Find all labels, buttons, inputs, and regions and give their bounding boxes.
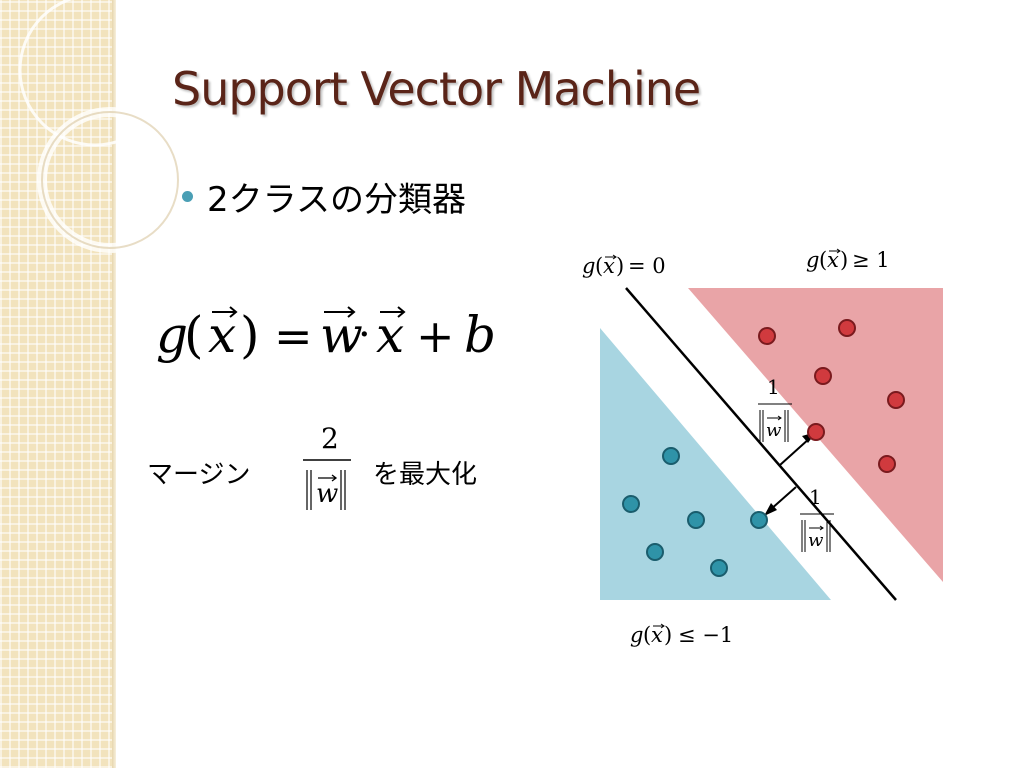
formula-bias: b	[464, 306, 496, 364]
label-rel: ≥ 1	[852, 248, 890, 272]
vector-arrow-icon	[809, 525, 824, 531]
vector-arrow-icon	[318, 474, 338, 482]
vector-arrow-icon	[380, 306, 406, 318]
distance-label-positive: 1 w	[758, 375, 792, 442]
label-open-paren: (	[643, 623, 651, 647]
label-fn: g	[630, 623, 643, 647]
side-band-edge	[112, 0, 116, 768]
negative-data-point	[646, 543, 664, 561]
margin-prefix: マージン	[147, 460, 251, 490]
formula-equals: =	[274, 309, 313, 363]
margin-denominator: w	[316, 479, 338, 509]
label-arg: x	[603, 254, 615, 278]
slide-title: Support Vector Machine	[172, 62, 701, 116]
label-arg: x	[827, 248, 839, 272]
label-negative-region: g ( x ) ≤ −1	[630, 623, 733, 647]
negative-class-region	[600, 328, 831, 600]
margin-fraction: 2 w	[303, 422, 351, 510]
bullet-item: 2クラスの分類器	[182, 172, 466, 221]
distance-numerator: 1	[767, 375, 780, 399]
formula-weight: w	[320, 306, 363, 364]
positive-data-point	[814, 367, 832, 385]
label-close-paren: )	[616, 254, 624, 278]
vector-arrow-icon	[767, 415, 782, 421]
margin-arrow-negative	[769, 486, 797, 511]
negative-support-vector	[750, 511, 768, 529]
deco-ring-outer	[18, 0, 172, 147]
bullet-marker-icon	[182, 191, 193, 202]
positive-data-point	[758, 327, 776, 345]
negative-data-point	[662, 447, 680, 465]
decision-boundary	[625, 287, 897, 601]
decorative-side-band	[0, 0, 112, 768]
vector-arrow-icon	[829, 248, 841, 254]
vector-arrow-icon	[324, 306, 356, 318]
negative-data-point	[710, 559, 728, 577]
label-arg: x	[651, 623, 663, 647]
label-decision-boundary: g ( x ) = 0	[582, 254, 666, 278]
positive-data-point	[887, 391, 905, 409]
vector-arrow-icon	[605, 254, 617, 260]
vector-arrow-icon	[212, 306, 238, 318]
label-fn: g	[582, 254, 595, 278]
negative-data-point	[622, 495, 640, 513]
distance-numerator: 1	[809, 485, 822, 509]
label-fn: g	[806, 248, 819, 272]
negative-data-point	[687, 511, 705, 529]
label-close-paren: )	[664, 623, 672, 647]
decorative-rings	[18, 0, 183, 253]
decision-function-formula: g ( x ) = w · x + b	[156, 306, 496, 364]
label-positive-region: g ( x ) ≥ 1	[806, 248, 890, 272]
label-close-paren: )	[840, 248, 848, 272]
distance-label-negative: 1 w	[800, 485, 834, 552]
bullet-text: 2クラスの分類器	[207, 180, 466, 220]
vector-arrow-icon	[653, 623, 665, 629]
formula-dot: ·	[358, 312, 371, 358]
formula-close-paren: )	[240, 306, 260, 364]
formula-plus: +	[416, 309, 455, 363]
distance-denominator: w	[808, 530, 824, 551]
arrowhead-icon	[764, 503, 777, 516]
formula-fn: g	[156, 306, 188, 364]
label-rel: = 0	[628, 254, 666, 278]
positive-data-point	[878, 455, 896, 473]
positive-points	[758, 319, 905, 473]
label-rel: ≤ −1	[678, 623, 733, 647]
distance-denominator: w	[766, 420, 782, 441]
svm-diagram: 1 w 1 w	[582, 248, 943, 647]
label-open-paren: (	[819, 248, 827, 272]
margin-arrow-positive	[779, 437, 811, 466]
positive-data-point	[838, 319, 856, 337]
margin-suffix: を最大化	[373, 460, 478, 490]
negative-points	[622, 447, 768, 577]
margin-numerator: 2	[321, 422, 339, 455]
positive-support-vector	[807, 423, 825, 441]
deco-ring-inner-shadow	[41, 111, 179, 249]
label-open-paren: (	[595, 254, 603, 278]
formula-open-paren: (	[184, 306, 204, 364]
